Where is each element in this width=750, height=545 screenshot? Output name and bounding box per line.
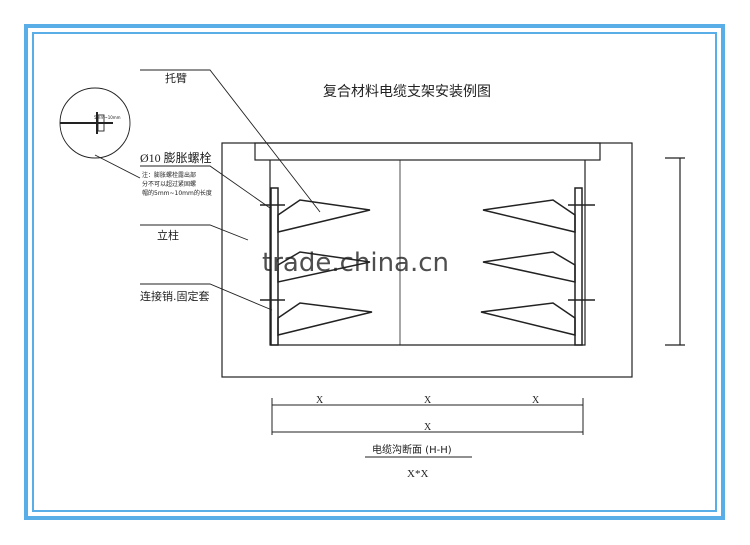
label-post: 立柱 [157, 228, 179, 242]
dim-total: X [424, 422, 432, 433]
dim-seg-3: X [532, 395, 540, 406]
label-pin: 连接销.固定套 [140, 289, 210, 303]
section-name: 电缆沟断面 (H-H) [372, 443, 452, 456]
right-bracket [480, 187, 595, 346]
label-arm: 托臂 [165, 71, 187, 85]
note-line-1: 注：膨胀螺栓露出部 [142, 171, 196, 179]
watermark: trade.china.cn [262, 248, 449, 278]
trench [221, 142, 685, 378]
dim-seg-2: X [424, 395, 432, 406]
frame [24, 24, 725, 520]
dim-seg-1: X [316, 395, 324, 406]
left-bracket [260, 187, 373, 346]
leader-lines [59, 69, 321, 311]
note-line-3: 帽的5mm~10mm的长度 [142, 189, 212, 197]
note-line-2: 分不可以超过紧固螺 [142, 180, 196, 188]
label-bolt: Ø10 膨胀螺栓 [140, 150, 212, 165]
detail-dimension: 5mm~10mm [94, 115, 121, 120]
dimension-lines [271, 398, 584, 458]
drawing-title: 复合材料电缆支架安装例图 [323, 83, 491, 100]
section-scale: X*X [407, 468, 428, 480]
